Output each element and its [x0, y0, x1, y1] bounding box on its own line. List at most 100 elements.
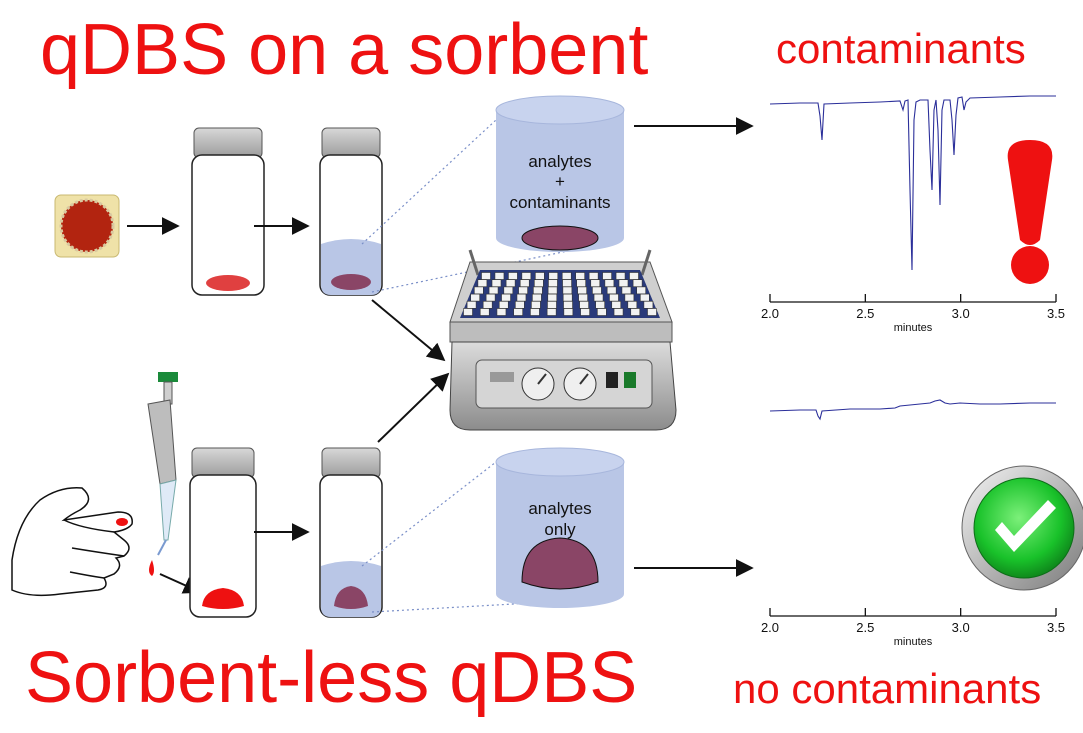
well: [595, 300, 605, 309]
title-sorbentless-qdbs: Sorbent-less qDBS: [25, 638, 638, 718]
well: [562, 286, 573, 295]
well: [563, 308, 574, 316]
well: [535, 272, 545, 280]
well: [580, 308, 590, 316]
chromatogram-clean: [769, 399, 1056, 421]
well: [630, 308, 641, 316]
tick-label: 3.5: [1047, 306, 1065, 321]
well: [498, 300, 509, 309]
well: [533, 286, 543, 295]
label-no-contaminants: no contaminants: [733, 665, 1042, 712]
well: [577, 286, 587, 295]
pipette-icon: [147, 372, 178, 556]
cylinder-text-only: only: [544, 520, 576, 539]
well: [632, 279, 643, 288]
well: [534, 279, 544, 288]
well: [516, 293, 527, 302]
hand-finger-prick: [11, 487, 133, 597]
well: [546, 308, 557, 316]
cylinder-text-analytes: analytes: [528, 152, 591, 171]
cylinder-analytes-only: analytes only: [495, 447, 625, 608]
vial-empty-with-spot: [191, 127, 265, 296]
well: [473, 286, 484, 295]
cylinder-text-plus: +: [555, 172, 565, 191]
well: [579, 300, 589, 309]
well: [639, 293, 650, 302]
zoom-line: [361, 119, 497, 245]
well: [597, 308, 607, 316]
x-axis-bottom: 2.0 2.5 3.0 3.5 minutes: [761, 608, 1065, 648]
vial-with-blood: [189, 447, 257, 618]
well: [548, 279, 558, 288]
well: [496, 308, 507, 316]
well: [547, 286, 558, 295]
chromatogram-contaminated: [769, 95, 1056, 271]
well: [485, 293, 496, 302]
well: [627, 300, 638, 309]
tick-label: 2.5: [856, 306, 874, 321]
well: [647, 308, 657, 316]
well: [521, 272, 532, 280]
well: [593, 293, 604, 302]
well: [588, 272, 599, 280]
well: [479, 308, 490, 316]
title-sorbent-qdbs: qDBS on a sorbent: [40, 10, 649, 90]
well: [576, 279, 586, 288]
tick-label: 2.5: [856, 620, 874, 635]
well: [501, 293, 511, 302]
well: [518, 286, 528, 295]
well: [602, 272, 612, 280]
tick-label: 3.0: [952, 306, 970, 321]
well: [606, 286, 617, 295]
well: [530, 308, 540, 316]
well: [477, 279, 488, 288]
well: [590, 279, 601, 288]
well: [636, 286, 647, 295]
blood-drop: [149, 560, 154, 576]
well: [611, 300, 622, 309]
axis-title: minutes: [894, 636, 933, 648]
well: [547, 293, 558, 302]
cylinder-text-analytes-bottom: analytes: [528, 499, 591, 518]
arrow-top-vial-to-shaker: [371, 299, 446, 362]
exclamation-mark-icon: [1007, 140, 1053, 284]
tick-label: 2.0: [761, 306, 779, 321]
arrow-bottom-vial-to-shaker: [377, 372, 450, 443]
well: [519, 279, 530, 288]
well: [505, 279, 516, 288]
well: [481, 272, 491, 280]
well: [618, 279, 629, 288]
cylinder-text-contaminants: contaminants: [509, 193, 610, 212]
well: [531, 300, 541, 309]
plate-shaker: [449, 249, 677, 431]
well: [463, 308, 473, 316]
well: [515, 300, 525, 309]
well: [508, 272, 518, 280]
well: [592, 286, 602, 295]
well: [547, 300, 557, 309]
well: [532, 293, 542, 302]
checkmark-icon: [961, 465, 1083, 591]
well: [563, 300, 573, 309]
well: [561, 272, 572, 280]
well: [562, 279, 572, 288]
vial-with-solvent-bottom: [319, 447, 383, 618]
dried-blood-spot-card: [54, 194, 120, 258]
tick-label: 3.5: [1047, 620, 1065, 635]
label-contaminants: contaminants: [776, 25, 1026, 72]
cylinder-analytes-contaminants: analytes + contaminants: [495, 95, 625, 252]
well: [643, 300, 654, 309]
tick-label: 3.0: [952, 620, 970, 635]
well: [494, 272, 505, 280]
well: [488, 286, 499, 295]
well: [513, 308, 523, 316]
well: [503, 286, 514, 295]
well: [609, 293, 619, 302]
blood-drop-finger: [116, 518, 128, 526]
well: [613, 308, 624, 316]
well: [621, 286, 632, 295]
tick-label: 2.0: [761, 620, 779, 635]
well: [615, 272, 626, 280]
